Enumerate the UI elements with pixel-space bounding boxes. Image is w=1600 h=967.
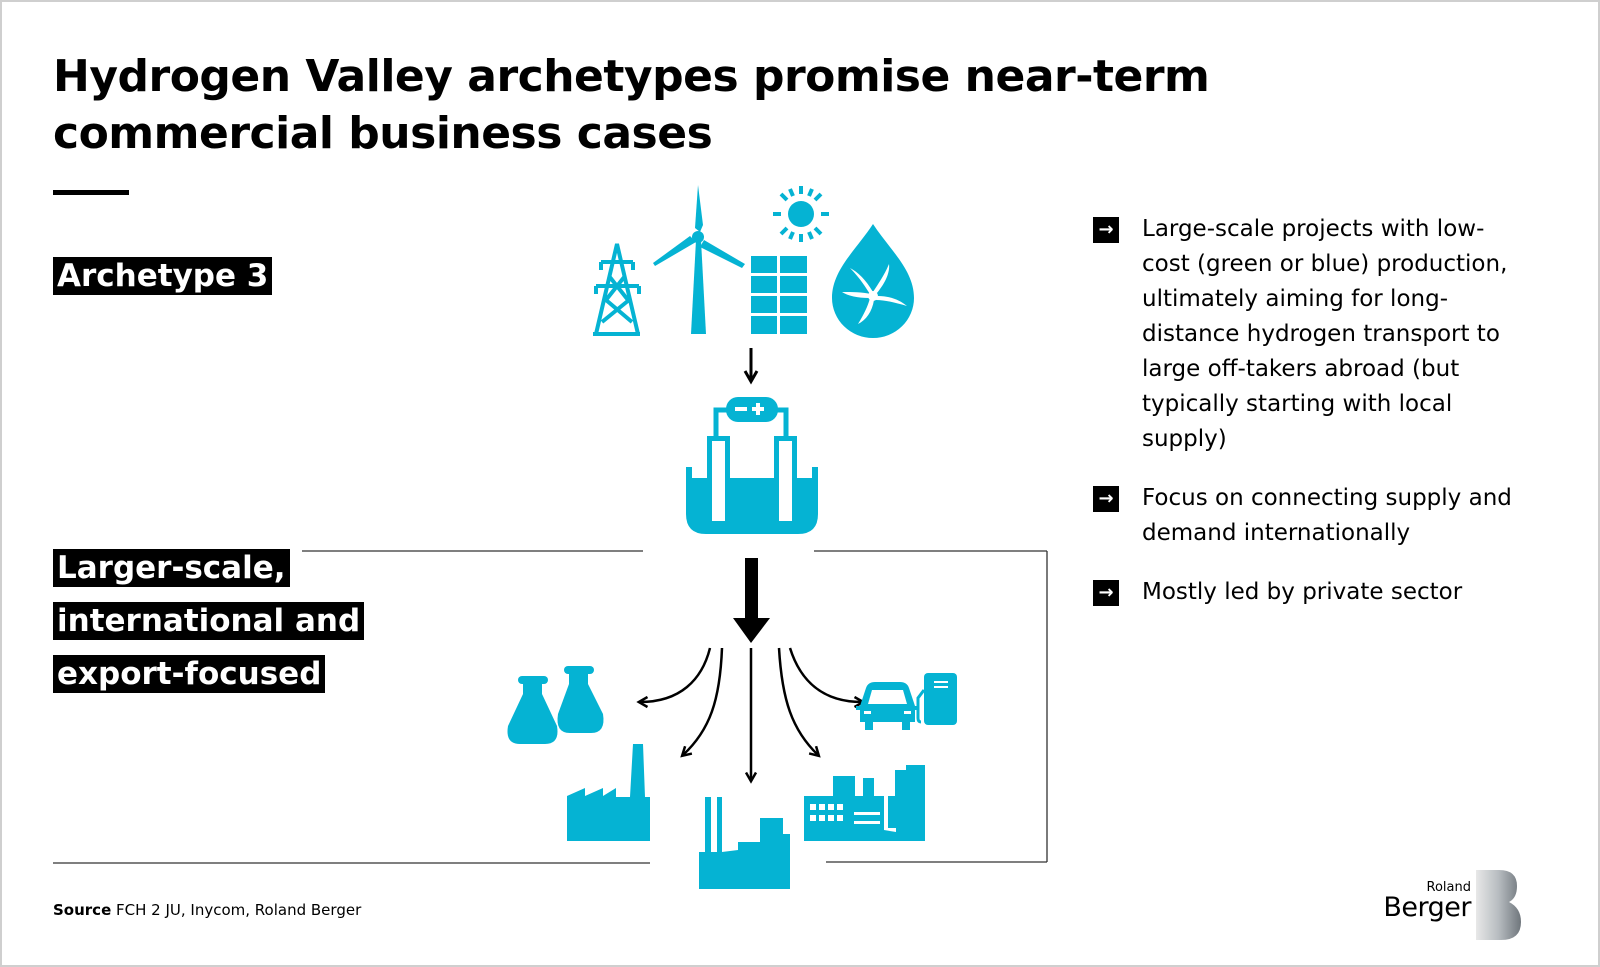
sun-icon	[773, 186, 829, 242]
source-text: FCH 2 JU, Inycom, Roland Berger	[116, 901, 362, 919]
logo-b-mark	[1476, 870, 1521, 940]
archetype-description: Larger-scale, international and export-f…	[53, 544, 413, 703]
logo-line-1: Roland	[1426, 880, 1471, 895]
bullet-text: Large-scale projects with low-cost (gree…	[1142, 216, 1508, 452]
source-label: Source	[53, 901, 112, 919]
bullet-list: → Large-scale projects with low-cost (gre…	[1093, 212, 1513, 634]
factory-icon	[567, 744, 650, 841]
logo-line-2: Berger	[1383, 892, 1471, 923]
solar-panel-icon	[751, 256, 807, 334]
chemical-flasks-icon	[507, 666, 604, 744]
archetype-description-text: Larger-scale, international and export-f…	[53, 549, 365, 693]
electrolyser-icon	[686, 397, 818, 534]
page-title: Hydrogen Valley archetypes promise near-…	[53, 51, 1210, 159]
car-fuel-station-icon	[856, 673, 957, 730]
archetype-label-text: Archetype 3	[53, 257, 273, 295]
arrow-right-icon: →	[1093, 486, 1119, 512]
industrial-plant-icon	[804, 765, 925, 841]
bullet-item: → Focus on connecting supply and demand i…	[1093, 481, 1513, 551]
power-pylon-icon	[593, 243, 641, 336]
source-note: Source FCH 2 JU, Inycom, Roland Berger	[53, 901, 361, 919]
big-arrow-down-icon	[733, 558, 770, 643]
bullet-item: → Large-scale projects with low-cost (gre…	[1093, 212, 1513, 457]
power-plant-icon	[699, 797, 790, 889]
wind-turbine-icon	[653, 185, 745, 334]
distribution-arrows	[636, 647, 866, 784]
arrow-right-icon: →	[1093, 217, 1119, 243]
hydro-drop-icon	[832, 224, 914, 338]
bullet-item: → Mostly led by private sector	[1093, 575, 1513, 610]
bullet-text: Focus on connecting supply and demand in…	[1142, 485, 1512, 546]
frame-lines	[53, 550, 1048, 864]
bullet-text: Mostly led by private sector	[1142, 579, 1463, 605]
archetype-label: Archetype 3	[53, 256, 273, 301]
arrow-right-icon: →	[1093, 580, 1119, 606]
roland-berger-logo: Roland Berger	[1383, 866, 1523, 942]
title-underline	[53, 190, 129, 195]
